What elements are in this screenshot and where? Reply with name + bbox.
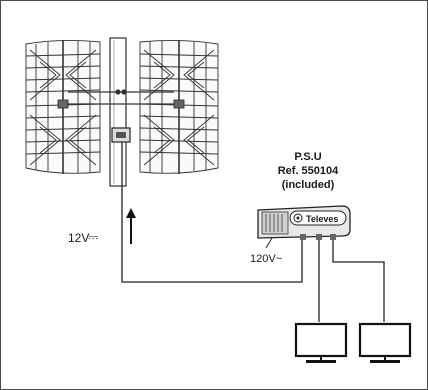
tv-cables (318, 240, 385, 322)
antenna-panel-left (25, 39, 101, 174)
antenna-panel-right (139, 39, 219, 174)
mast (109, 37, 127, 187)
ac-pointer (265, 237, 273, 249)
dc-symbol: ⎓ (88, 229, 98, 244)
tv-monitor-icon (358, 322, 412, 363)
amplifier-box (111, 127, 131, 143)
coax-cable (121, 142, 303, 283)
ac-voltage-label: 120V~ (250, 253, 282, 265)
harness-bar (68, 89, 174, 105)
arrow-up-icon (126, 208, 136, 244)
dc-voltage-label: 12V (68, 231, 89, 245)
psu-reference: Ref. 550104 (278, 165, 339, 177)
psu-brand-label: Televes (306, 214, 338, 224)
psu-title: P.S.U (294, 151, 321, 163)
tv-monitor-icon (294, 322, 348, 363)
power-supply-unit: Televes (257, 205, 351, 240)
psu-included-note: (included) (282, 179, 335, 191)
